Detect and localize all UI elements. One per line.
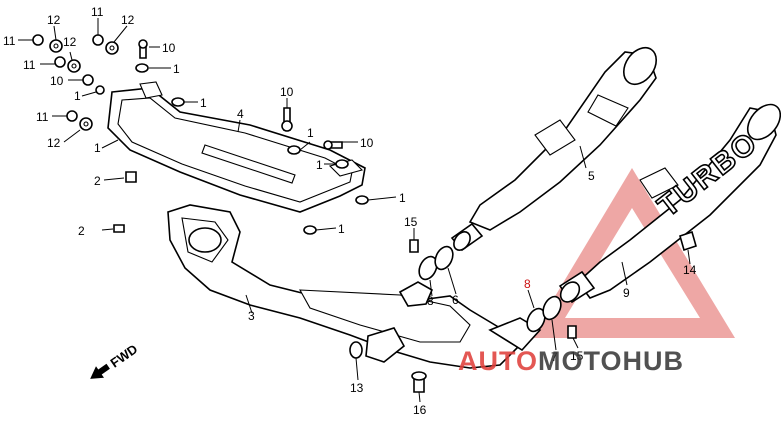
hardware-items bbox=[32, 34, 697, 393]
callout-1: 1 bbox=[94, 141, 101, 155]
callout-4: 4 bbox=[237, 107, 244, 121]
callout-1: 1 bbox=[173, 62, 180, 76]
callout-12: 12 bbox=[47, 13, 61, 27]
callout-10: 10 bbox=[280, 85, 294, 99]
callout-1: 1 bbox=[74, 89, 81, 103]
callout-12: 12 bbox=[63, 35, 77, 49]
callout-8: 8 bbox=[427, 294, 434, 308]
fwd-label: FWD bbox=[107, 341, 140, 370]
callout-11: 11 bbox=[36, 110, 49, 124]
callout-1: 1 bbox=[399, 191, 406, 205]
callout-11: 11 bbox=[23, 58, 36, 72]
callout-14: 14 bbox=[683, 263, 697, 277]
callout-5: 5 bbox=[588, 169, 595, 183]
fwd-arrow-icon bbox=[90, 363, 110, 379]
callout-13: 13 bbox=[350, 381, 364, 395]
upper-heat-shield bbox=[107, 81, 366, 213]
callout-1: 1 bbox=[338, 222, 345, 236]
callout-11: 11 bbox=[3, 34, 16, 48]
right-muffler bbox=[450, 46, 658, 252]
callout-numbers: 11 12 11 12 10 12 11 1 10 1 1 10 11 4 12… bbox=[3, 5, 697, 417]
callout-7: 7 bbox=[551, 350, 558, 364]
callout-12: 12 bbox=[121, 13, 135, 27]
callout-15: 15 bbox=[404, 215, 418, 229]
callout-1: 1 bbox=[316, 158, 323, 172]
svg-text:AUTOMOTOHUB: AUTOMOTOHUB bbox=[458, 346, 684, 376]
watermark-logo: AUTOMOTOHUB bbox=[458, 346, 684, 376]
watermark-triangle bbox=[530, 168, 735, 338]
callout-12: 12 bbox=[47, 136, 61, 150]
callout-10: 10 bbox=[360, 136, 374, 150]
callout-10: 10 bbox=[162, 41, 176, 55]
callout-16: 16 bbox=[413, 403, 427, 417]
callout-15: 15 bbox=[570, 349, 584, 363]
callout-10: 10 bbox=[50, 74, 64, 88]
watermark-part-1: AUTO bbox=[458, 346, 538, 376]
callout-11: 11 bbox=[91, 5, 104, 19]
exhaust-pipe-assembly bbox=[167, 204, 542, 369]
callout-6: 6 bbox=[452, 293, 459, 307]
leader-lines bbox=[18, 18, 691, 403]
callout-2: 2 bbox=[94, 174, 101, 188]
watermark-part-3: HUB bbox=[623, 346, 685, 376]
callout-8: 8 bbox=[524, 277, 531, 291]
callout-9: 9 bbox=[623, 286, 630, 300]
watermark-part-2: MOTO bbox=[538, 346, 623, 376]
callout-3: 3 bbox=[248, 309, 255, 323]
callout-2: 2 bbox=[78, 224, 85, 238]
callout-1: 1 bbox=[307, 126, 314, 140]
callout-1: 1 bbox=[200, 96, 207, 110]
fwd-indicator: FWD bbox=[90, 341, 140, 379]
